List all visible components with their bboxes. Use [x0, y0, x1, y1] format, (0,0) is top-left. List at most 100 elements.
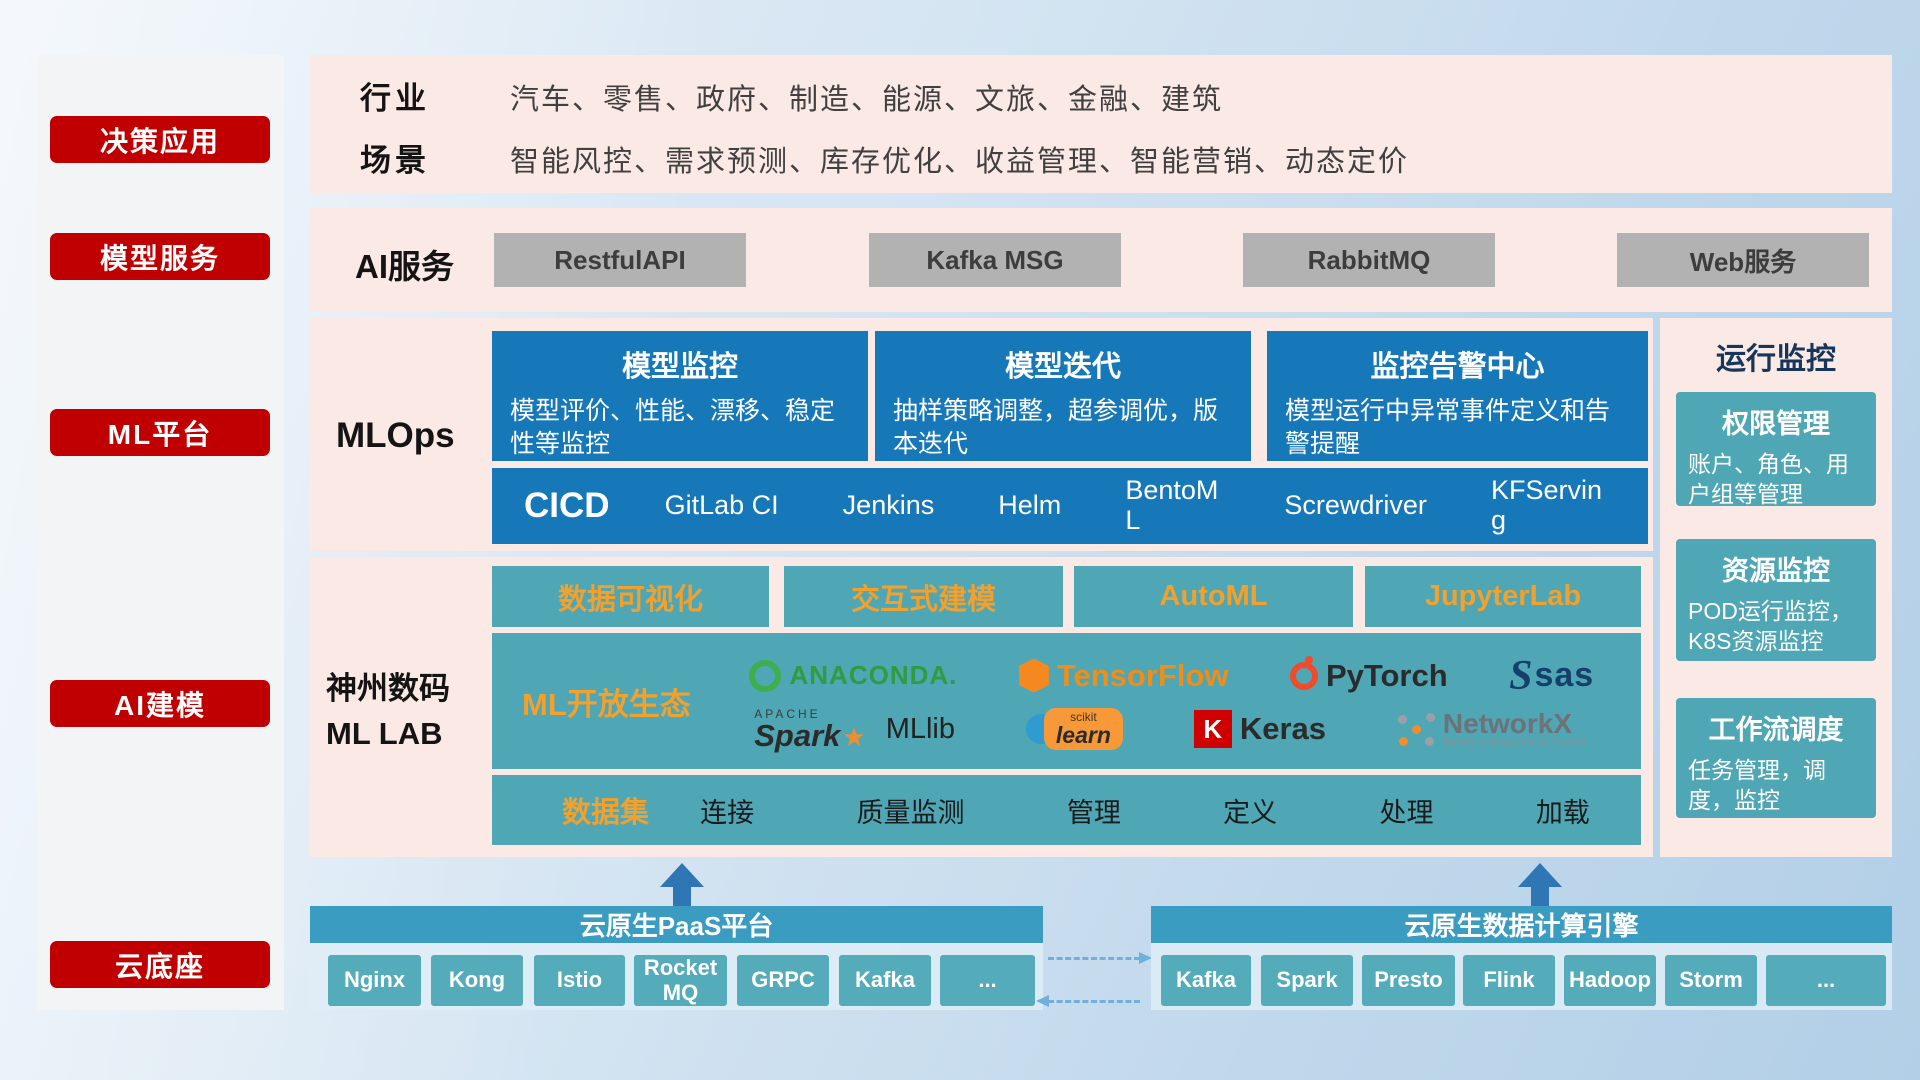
cicd-helm: Helm: [998, 490, 1062, 521]
ml-ecosystem-box: ML开放生态 ANACONDA. TensorFlow PyTorch: [492, 633, 1641, 769]
arrow-stem: [1531, 887, 1549, 907]
arrow-stem: [673, 887, 691, 907]
paas-strip: 云原生PaaS平台 Nginx Kong Istio RocketMQ GRPC…: [310, 906, 1043, 1010]
card-desc: 模型评价、性能、漂移、稳定性等监控: [510, 397, 836, 458]
paas-title: 云原生PaaS平台: [310, 906, 1043, 943]
card-title: 模型迭代: [1004, 351, 1121, 383]
dataset-connect: 连接: [700, 797, 755, 828]
paas-more: ...: [940, 955, 1035, 1006]
ai-service-panel: AI服务 RestfulAPI Kafka MSG RabbitMQ Web服务: [310, 208, 1892, 312]
networkx-text: NetworkX: [1442, 708, 1573, 740]
ml-ecosystem-label: ML开放生态: [522, 686, 691, 722]
spark-star-icon: ★: [842, 721, 866, 752]
anaconda-icon: [749, 659, 782, 692]
ai-service-web: Web服务: [1617, 233, 1869, 287]
scene-text: 智能风控、需求预测、库存优化、收益管理、智能营销、动态定价: [510, 146, 1410, 178]
card-title: 工作流调度: [1708, 715, 1844, 745]
logo-row-top: ANACONDA. TensorFlow PyTorch S sas: [719, 652, 1625, 700]
cicd-bar: CICD GitLab CI Jenkins Helm BentoML Scre…: [492, 468, 1648, 544]
dataset-define: 定义: [1223, 797, 1278, 828]
mllib-text: MLlib: [885, 712, 956, 745]
mllab-label-line2: ML LAB: [326, 715, 443, 751]
engine-storm: Storm: [1665, 955, 1757, 1006]
sas-logo: S sas: [1509, 652, 1594, 700]
cicd-gitlab-ci: GitLab CI: [664, 490, 779, 521]
cicd-kfserving: KFServing: [1490, 475, 1602, 535]
tool-automl: AutoML: [1074, 566, 1353, 627]
card-title: 监控告警中心: [1370, 351, 1545, 383]
mllab-label: 神州数码 ML LAB: [326, 667, 486, 757]
learn-text: learn: [1055, 721, 1111, 748]
engine-spark: Spark: [1261, 955, 1353, 1006]
sidebar-item-cloud-base: 云底座: [50, 941, 270, 988]
mlops-panel: MLOps 模型监控 模型评价、性能、漂移、稳定性等监控 模型迭代 抽样策略调整…: [310, 318, 1653, 551]
card-permission: 权限管理 账户、角色、用户组等管理: [1676, 392, 1876, 507]
dataflow-arrow-left: [1036, 995, 1140, 1007]
tool-data-visualization: 数据可视化: [492, 566, 769, 627]
pytorch-logo: PyTorch: [1289, 655, 1448, 694]
sidebar-item-ml-platform: ML平台: [50, 409, 270, 456]
dataset-quality: 质量监测: [856, 797, 965, 828]
keras-logo: K Keras: [1193, 710, 1326, 748]
card-title: 权限管理: [1722, 409, 1830, 439]
sidebar-item-model-service: 模型服务: [50, 233, 270, 280]
industry-label: 行业: [360, 81, 430, 116]
sas-swirl-icon: S: [1509, 652, 1533, 699]
ai-service-kafka-msg: Kafka MSG: [869, 233, 1121, 287]
card-desc: 任务管理，调度，监控: [1688, 757, 1826, 814]
card-desc: 抽样策略调整，超参调优，版本迭代: [893, 397, 1219, 458]
industry-text: 汽车、零售、政府、制造、能源、文旅、金融、建筑: [510, 84, 1224, 116]
engine-hadoop: Hadoop: [1564, 955, 1656, 1006]
tensorflow-text: TensorFlow: [1056, 657, 1229, 693]
anaconda-logo: ANACONDA.: [749, 659, 958, 692]
engine-presto: Presto: [1362, 955, 1455, 1006]
networkx-logo: NetworkX Network Analysis in Python: [1397, 709, 1590, 749]
ml-ecosystem-logos: ANACONDA. TensorFlow PyTorch S sas: [719, 652, 1641, 751]
card-desc: POD运行监控，K8S资源监控: [1688, 598, 1853, 655]
networkx-subtitle: Network Analysis in Python: [1442, 737, 1590, 749]
scene-row: 场景 智能风控、需求预测、库存优化、收益管理、智能营销、动态定价: [360, 135, 1409, 180]
engine-kafka: Kafka: [1161, 955, 1251, 1006]
dataset-items: 连接 质量监测 管理 定义 处理 加载: [649, 791, 1641, 830]
dataset-bar: 数据集 连接 质量监测 管理 定义 处理 加载: [492, 775, 1641, 845]
dataset-manage: 管理: [1066, 797, 1121, 828]
paas-kafka: Kafka: [839, 955, 931, 1006]
arrow-head: [660, 863, 704, 887]
spark-text: Spark: [754, 717, 841, 753]
card-resource: 资源监控 POD运行监控，K8S资源监控: [1676, 539, 1876, 661]
up-arrow-paas: [660, 863, 704, 907]
paas-grpc: GRPC: [737, 955, 829, 1006]
dataflow-arrow-right: [1048, 952, 1152, 964]
engine-more: ...: [1766, 955, 1886, 1006]
card-desc: 账户、角色、用户组等管理: [1688, 451, 1849, 508]
paas-rocketmq: RocketMQ: [634, 955, 727, 1006]
engine-flink: Flink: [1463, 955, 1555, 1006]
run-monitor-title: 运行监控: [1716, 343, 1836, 376]
card-model-iteration: 模型迭代 抽样策略调整，超参调优，版本迭代: [875, 331, 1251, 461]
cicd-jenkins: Jenkins: [842, 490, 935, 521]
spark-block: APACHE Spark★: [754, 708, 865, 751]
cicd-bentoml: BentoML: [1125, 475, 1219, 535]
sidebar-item-ai-modeling: AI建模: [50, 680, 270, 727]
card-alert-center: 监控告警中心 模型运行中异常事件定义和告警提醒: [1267, 331, 1648, 461]
logo-row-bottom: APACHE Spark★ MLlib scikit learn K: [719, 708, 1625, 751]
apache-text: APACHE: [754, 706, 821, 721]
dataset-load: 加载: [1535, 797, 1590, 828]
dataset-label: 数据集: [562, 797, 650, 829]
sidebar-item-decision-apps: 决策应用: [50, 116, 270, 163]
tool-interactive-modeling: 交互式建模: [784, 566, 1063, 627]
arrow-head: [1518, 863, 1562, 887]
mllab-label-line1: 神州数码: [326, 671, 450, 706]
dataset-process: 处理: [1379, 797, 1434, 828]
ai-service-label: AI服务: [355, 248, 454, 285]
card-title: 资源监控: [1722, 556, 1830, 586]
engine-title: 云原生数据计算引擎: [1151, 906, 1892, 943]
spark-mllib-logo: APACHE Spark★ MLlib: [754, 708, 955, 751]
cicd-label: CICD: [524, 486, 610, 525]
ai-service-rabbitmq: RabbitMQ: [1243, 233, 1495, 287]
paas-istio: Istio: [534, 955, 625, 1006]
layer-sidebar: 决策应用 模型服务 ML平台 AI建模 云底座: [37, 55, 284, 1010]
anaconda-text: ANACONDA.: [789, 660, 958, 690]
tensorflow-logo: TensorFlow: [1018, 657, 1229, 694]
